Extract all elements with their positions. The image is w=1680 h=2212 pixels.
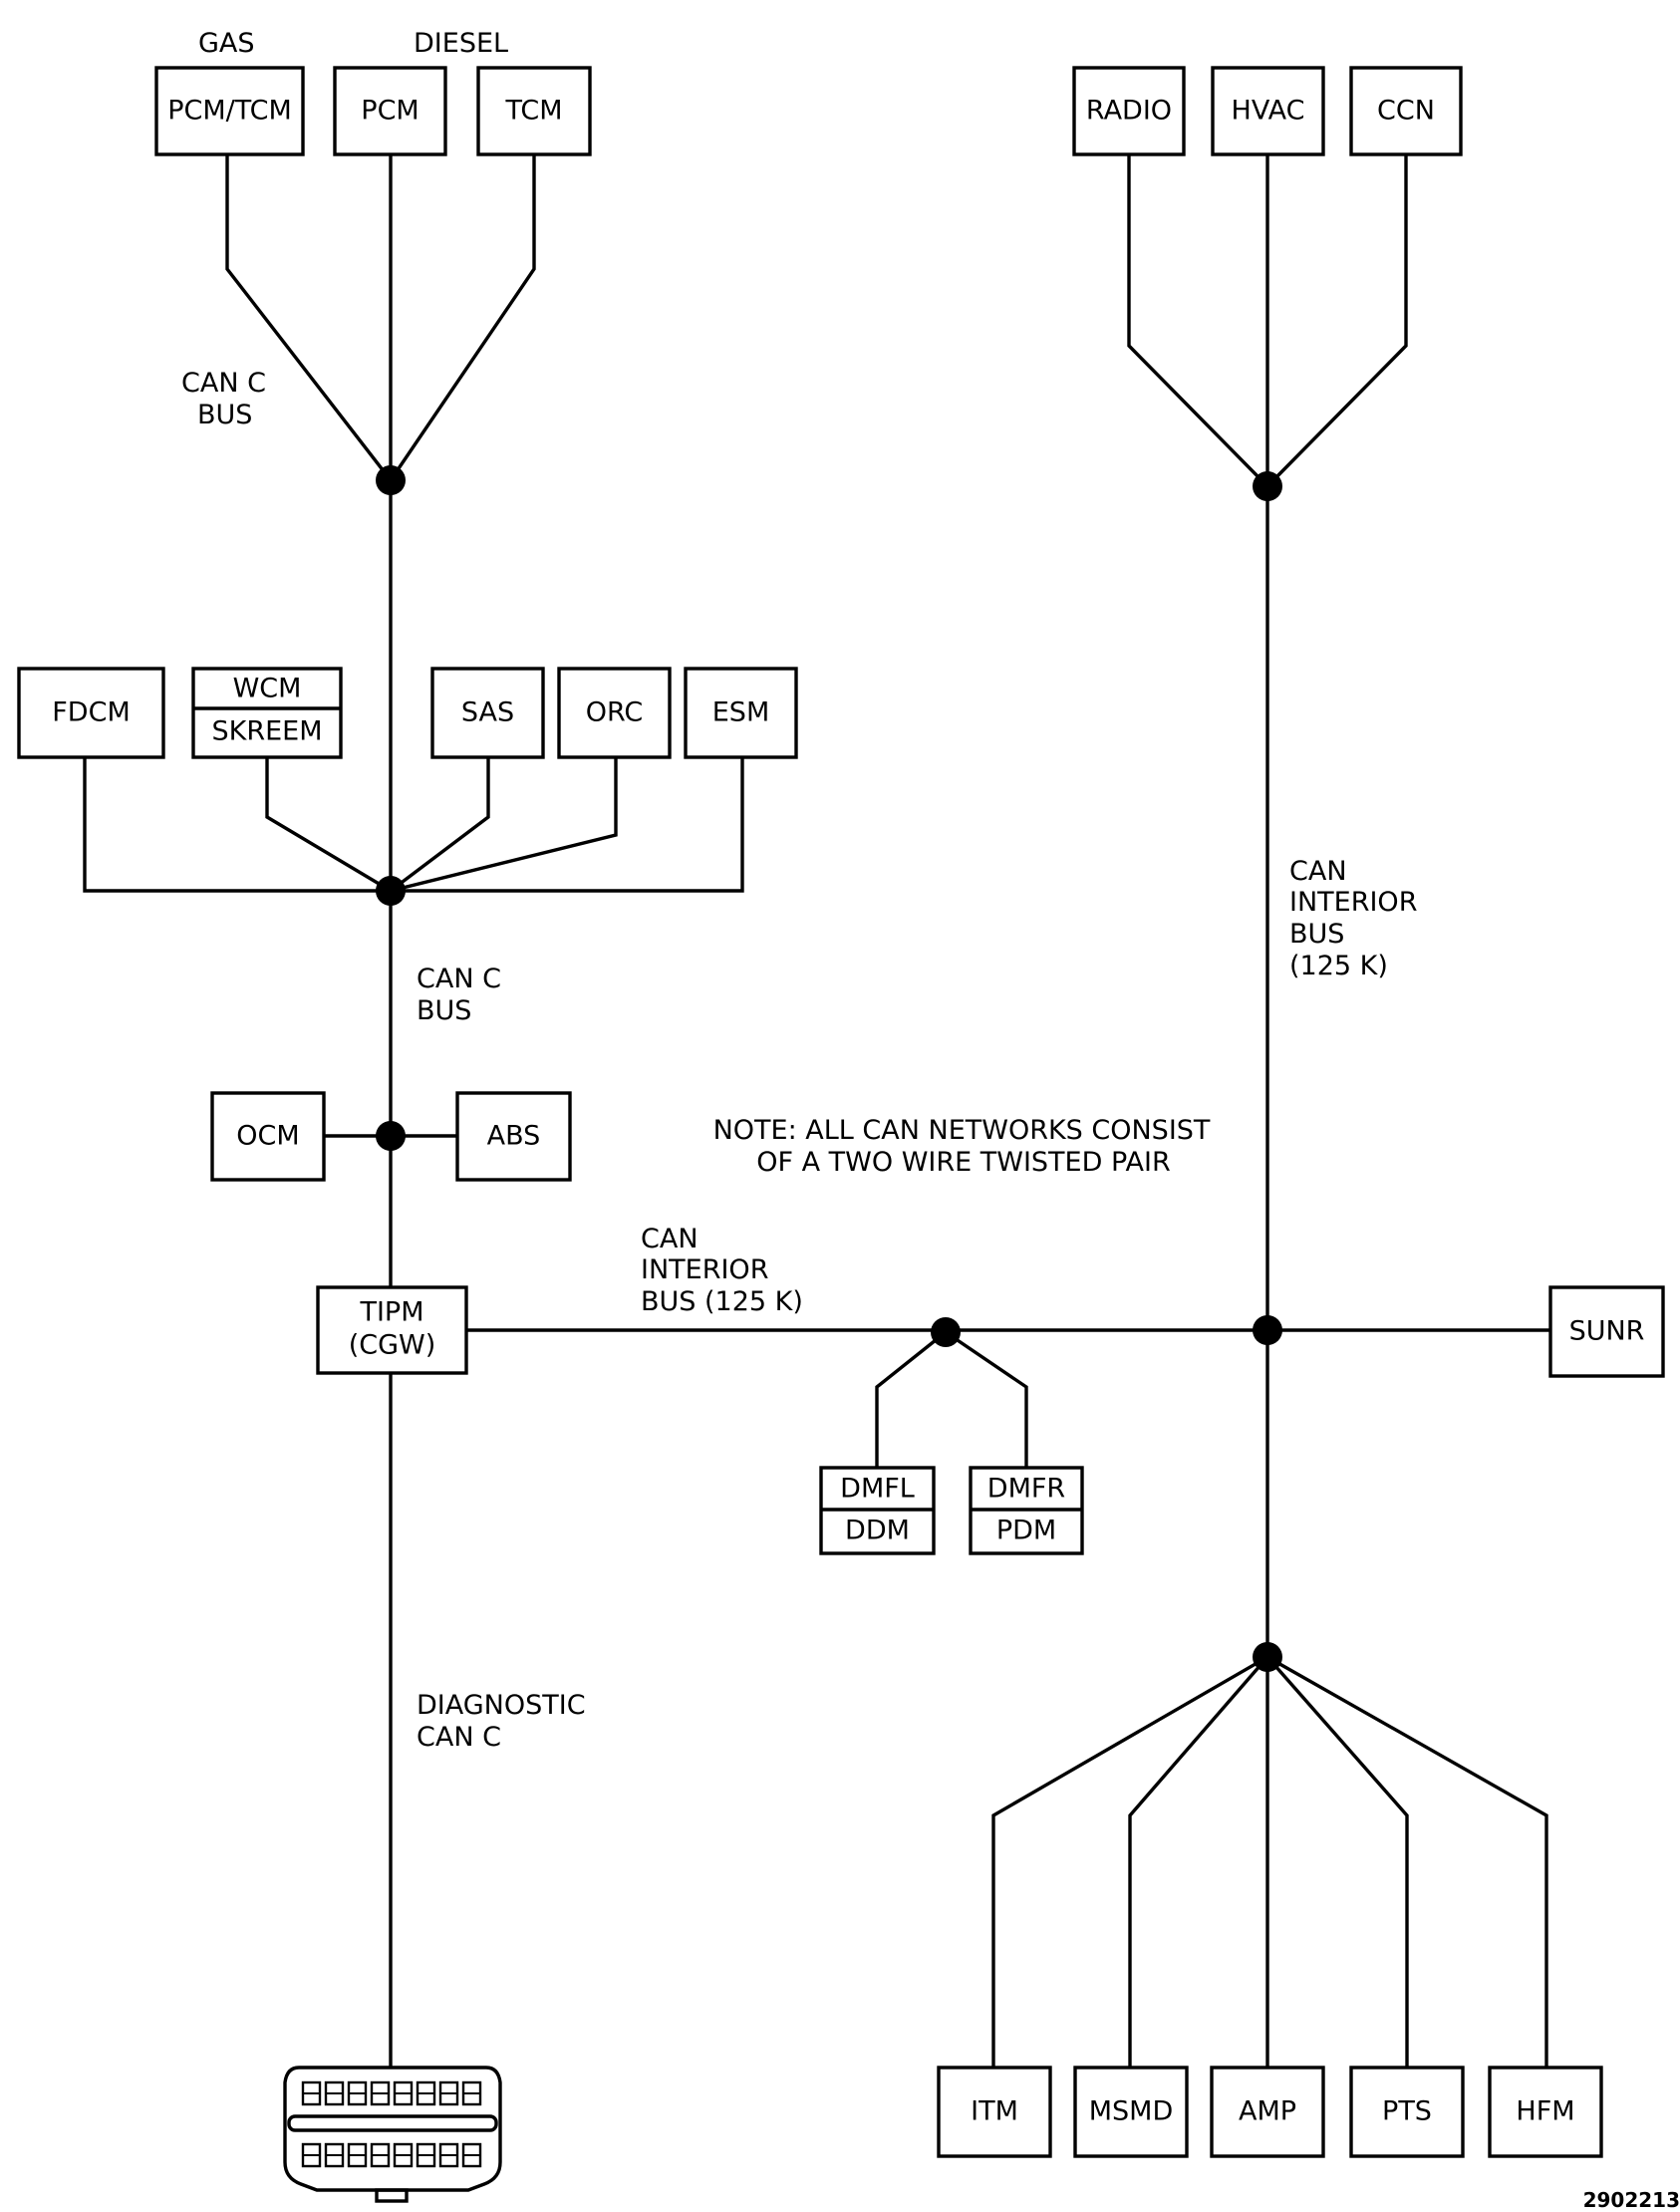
module-orc-label: ORC [586, 697, 644, 728]
module-skreem-label: SKREEM [211, 716, 322, 747]
module-itm-label: ITM [971, 2096, 1018, 2127]
module-sunr [1548, 1285, 1665, 1378]
label-diesel: DIESEL [414, 28, 508, 59]
label-can-interior-mid-2: INTERIOR [641, 1254, 768, 1285]
module-wcm-skreem [191, 667, 343, 759]
label-can-interior-right-1: CAN [1289, 856, 1347, 887]
module-sas [430, 667, 545, 759]
module-wcm-label: WCM [233, 674, 302, 704]
label-can-c-bus-upper-2: BUS [197, 400, 252, 430]
module-pcm-tcm [154, 66, 305, 156]
module-radio-label: RADIO [1086, 96, 1172, 127]
junction-node-bottom [1253, 1642, 1282, 1672]
module-tcm-label: TCM [504, 96, 562, 127]
label-can-interior-right-3: BUS [1289, 919, 1344, 950]
module-esm-label: ESM [712, 697, 770, 728]
module-pdm-label: PDM [996, 1516, 1056, 1546]
wire-ccn [1265, 154, 1408, 488]
junction-node-body [376, 876, 406, 906]
bus-labels: GAS DIESEL CAN C BUS CAN C BUS CAN INTER… [181, 28, 1680, 2212]
wire-fdcm [83, 757, 744, 893]
module-dmfr-label: DMFR [987, 1474, 1065, 1505]
note-line-1: NOTE: ALL CAN NETWORKS CONSIST [713, 1115, 1211, 1146]
wire-hfm [1266, 1655, 1548, 2068]
junctions [376, 465, 1282, 1672]
wire-orc [390, 757, 618, 893]
module-ccn [1349, 66, 1463, 156]
wire-wcm [265, 757, 392, 893]
module-ddm-label: DDM [845, 1516, 910, 1546]
label-diagnostic-can-c-1: DIAGNOSTIC [417, 1690, 586, 1721]
label-gas: GAS [198, 28, 255, 59]
module-ccn-label: CCN [1377, 96, 1435, 127]
module-esm [684, 667, 798, 759]
module-itm [937, 2066, 1052, 2158]
module-fdcm [17, 667, 165, 759]
module-hfm-label: HFM [1516, 2096, 1574, 2127]
junction-node-door [931, 1317, 961, 1347]
diagnostic-connector-pins-bottom [301, 2142, 482, 2168]
wire-pcm-tcm [225, 154, 393, 482]
label-can-interior-right-4: (125 K) [1289, 951, 1388, 981]
wire-itm [991, 1655, 1268, 2068]
module-pts-label: PTS [1382, 2096, 1432, 2127]
wire-tcm [389, 154, 536, 481]
module-pcm [333, 66, 447, 156]
wires [83, 154, 1550, 2068]
module-tipm-label-line2: (CGW) [349, 1330, 436, 1361]
module-ocm [210, 1091, 326, 1182]
junction-node-radio [1253, 471, 1282, 501]
wire-dmfr [945, 1330, 1028, 1468]
module-tcm [476, 66, 592, 156]
label-can-interior-mid-1: CAN [641, 1224, 699, 1254]
module-msmd [1073, 2066, 1189, 2158]
module-orc [557, 667, 672, 759]
wire-pts [1265, 1655, 1409, 2068]
label-can-interior-mid-3: BUS (125 K) [641, 1286, 803, 1317]
module-hvac-label: HVAC [1232, 96, 1305, 127]
diagnostic-connector-icon [283, 2066, 502, 2203]
label-can-c-bus-upper-1: CAN C [181, 368, 266, 399]
module-pts [1349, 2066, 1465, 2158]
module-pcm-label: PCM [361, 96, 419, 127]
junction-node-sunr [1253, 1315, 1282, 1345]
figure-number: 2902213 [1583, 2188, 1680, 2212]
label-can-c-bus-lower-1: CAN C [417, 964, 501, 994]
module-tipm [316, 1285, 468, 1375]
module-abs [455, 1091, 572, 1182]
module-dmfl-label: DMFL [840, 1474, 915, 1505]
module-msmd-label: MSMD [1089, 2096, 1174, 2127]
wire-dmfl [875, 1330, 948, 1468]
module-tipm-label-line1: TIPM [359, 1297, 423, 1328]
module-sunr-label: SUNR [1569, 1316, 1645, 1347]
wire-sas [389, 757, 490, 893]
module-hfm [1488, 2066, 1603, 2158]
note-line-2: OF A TWO WIRE TWISTED PAIR [756, 1147, 1170, 1178]
module-fdcm-label: FDCM [52, 697, 130, 728]
label-can-interior-right-2: INTERIOR [1289, 887, 1417, 918]
module-amp [1210, 2066, 1325, 2158]
module-hvac [1211, 66, 1325, 156]
wire-radio [1127, 154, 1269, 488]
module-amp-label: AMP [1239, 2096, 1296, 2127]
wire-msmd [1128, 1655, 1269, 2068]
diagnostic-connector-pins-top [301, 2080, 482, 2106]
label-can-c-bus-lower-2: BUS [417, 995, 471, 1026]
module-abs-label: ABS [487, 1121, 541, 1152]
module-ocm-label: OCM [236, 1121, 299, 1152]
module-boxes: PCM/TCM PCM TCM RADIO HVAC CCN FDCM WCM … [17, 66, 1665, 2158]
module-radio [1072, 66, 1186, 156]
junction-node-pcm [376, 465, 406, 495]
module-sas-label: SAS [461, 697, 514, 728]
module-pcm-tcm-label: PCM/TCM [167, 96, 292, 127]
label-diagnostic-can-c-2: CAN C [417, 1722, 501, 1753]
junction-node-abs [376, 1121, 406, 1151]
